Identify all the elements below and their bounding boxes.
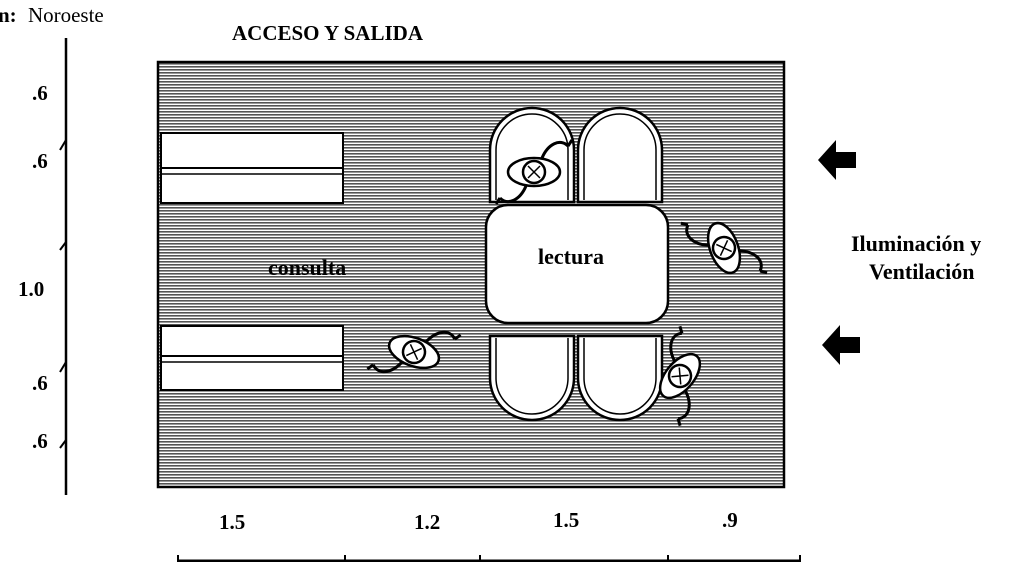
top-label: ACCESO Y SALIDA xyxy=(232,21,424,45)
hdim-2: 1.2 xyxy=(414,510,440,534)
vdim-5: .6 xyxy=(32,429,48,453)
consulta-label: consulta xyxy=(268,255,346,280)
arrow-left-icon xyxy=(818,140,856,180)
side-label-line2: Ventilación xyxy=(869,259,975,284)
orientation-value: Noroeste xyxy=(28,3,104,27)
hdim-1: 1.5 xyxy=(219,510,245,534)
chair-icon xyxy=(488,334,664,422)
shelf-top xyxy=(160,132,344,204)
side-label-line1: Iluminación y xyxy=(851,231,981,256)
vdim-1: .6 xyxy=(32,81,48,105)
vdim-2: .6 xyxy=(32,149,48,173)
vdim-4: .6 xyxy=(32,371,48,395)
vertical-dimension-ticks xyxy=(59,139,67,449)
hdim-3: 1.5 xyxy=(553,508,579,532)
shelf-bottom xyxy=(160,325,344,391)
reading-table xyxy=(484,203,670,325)
hdim-4: .9 xyxy=(722,508,738,532)
room-floor xyxy=(156,60,786,489)
orientation-label: n: xyxy=(0,3,17,27)
lectura-label: lectura xyxy=(538,244,604,269)
horizontal-dimension-line xyxy=(177,555,801,562)
arrow-left-icon xyxy=(822,325,860,365)
svg-text:n: Noroeste: n: Noroeste xyxy=(0,3,104,27)
vdim-3: 1.0 xyxy=(18,277,44,301)
